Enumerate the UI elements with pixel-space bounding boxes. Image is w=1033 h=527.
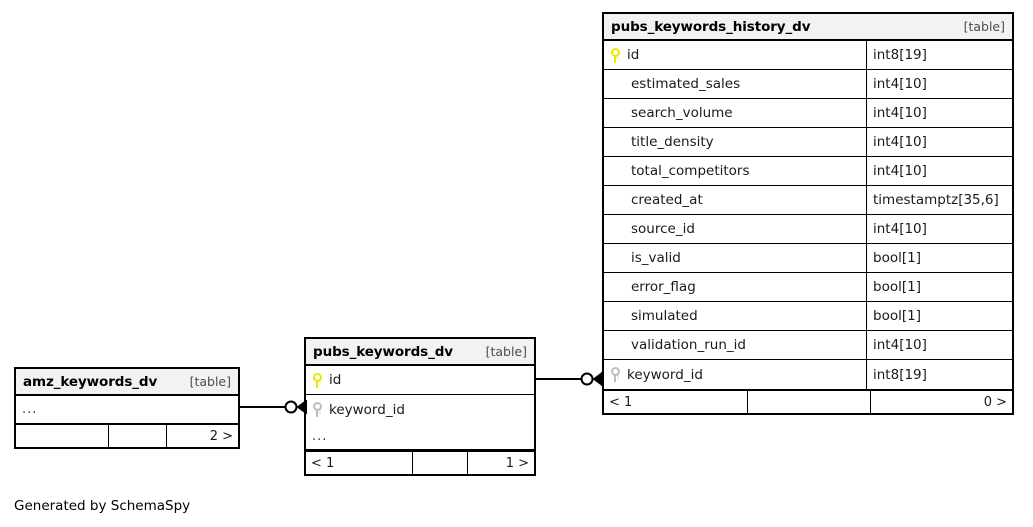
footer-child-count: 2 > (166, 425, 238, 447)
entity-title: pubs_keywords_history_dv (611, 18, 811, 35)
column-name-cell: estimated_sales (604, 70, 866, 98)
footer-parent-count: < 1 (311, 455, 335, 471)
column-name: estimated_sales (631, 76, 741, 92)
column-name: id (627, 47, 640, 63)
column-type-cell: bool[1] (866, 244, 1012, 272)
column-name: title_density (631, 134, 714, 150)
entity-column-row[interactable]: keyword_id int8[19] (604, 360, 1012, 389)
diagram-caption: Generated by SchemaSpy (14, 498, 191, 514)
column-type-cell: int8[19] (866, 41, 1012, 69)
column-name-cell: search_volume (604, 99, 866, 127)
entity-column-row[interactable]: id int8[19] (604, 41, 1012, 70)
column-name: keyword_id (329, 401, 405, 418)
relationship-pubs-keywords-to-history (534, 372, 603, 386)
column-name: created_at (631, 192, 703, 208)
entity-column-row[interactable]: error_flag bool[1] (604, 273, 1012, 302)
column-name: id (329, 372, 342, 388)
column-name-cell: error_flag (604, 273, 866, 301)
footer-middle-cell (412, 452, 467, 474)
column-name: search_volume (631, 105, 733, 121)
column-name-cell: total_competitors (604, 157, 866, 185)
primary-key-icon (312, 372, 323, 388)
entity-footer: < 1 0 > (604, 389, 1012, 413)
entity-column-row[interactable]: title_density int4[10] (604, 128, 1012, 157)
column-type-cell: int4[10] (866, 331, 1012, 359)
entity-table-amz-keywords-dv[interactable]: amz_keywords_dv [table] ... 2 > (14, 367, 240, 449)
foreign-key-icon (610, 367, 621, 382)
column-type-cell: int8[19] (866, 360, 1012, 389)
entity-title: pubs_keywords_dv (313, 343, 454, 360)
column-name-cell: keyword_id (604, 360, 866, 389)
entity-column-row[interactable]: source_id int4[10] (604, 215, 1012, 244)
column-name: simulated (631, 308, 698, 324)
entity-column-row[interactable]: validation_run_id int4[10] (604, 331, 1012, 360)
column-name-cell: validation_run_id (604, 331, 866, 359)
entity-type-tag: [table] (189, 374, 231, 389)
footer-middle-cell (747, 391, 870, 413)
entity-header: pubs_keywords_dv [table] (306, 339, 534, 366)
entity-column-list: id keyword_id (306, 366, 534, 424)
entity-title: amz_keywords_dv (23, 373, 158, 390)
entity-table-pubs-keywords-dv[interactable]: pubs_keywords_dv [table] id keyword_id ..… (304, 337, 536, 476)
entity-footer: < 1 1 > (306, 450, 534, 474)
column-name-cell: simulated (604, 302, 866, 330)
entity-column-row[interactable]: search_volume int4[10] (604, 99, 1012, 128)
footer-parent-count: < 1 (609, 394, 633, 410)
foreign-key-icon (312, 402, 323, 417)
column-name: keyword_id (627, 366, 703, 383)
entity-type-tag: [table] (485, 344, 527, 359)
column-name: validation_run_id (631, 337, 746, 353)
column-name-cell: id (604, 41, 866, 69)
footer-child-count: 0 > (870, 391, 1012, 413)
entity-header: pubs_keywords_history_dv [table] (604, 14, 1012, 41)
column-name-cell: keyword_id (306, 395, 534, 424)
column-type-cell: bool[1] (866, 302, 1012, 330)
footer-child-count: 1 > (467, 452, 534, 474)
entity-header: amz_keywords_dv [table] (16, 369, 238, 396)
entity-column-row[interactable]: is_valid bool[1] (604, 244, 1012, 273)
entity-column-row[interactable]: total_competitors int4[10] (604, 157, 1012, 186)
entity-column-row[interactable]: estimated_sales int4[10] (604, 70, 1012, 99)
column-name-cell: created_at (604, 186, 866, 214)
column-type-cell: int4[10] (866, 70, 1012, 98)
column-name: is_valid (631, 250, 681, 266)
entity-type-tag: [table] (963, 19, 1005, 34)
column-name: source_id (631, 221, 695, 237)
column-type-cell: int4[10] (866, 99, 1012, 127)
entity-column-row[interactable]: keyword_id (306, 395, 534, 424)
column-type-cell: int4[10] (866, 215, 1012, 243)
entity-column-row[interactable]: created_at timestamptz[35,6] (604, 186, 1012, 215)
footer-middle-cell (108, 425, 166, 447)
column-name: error_flag (631, 279, 696, 295)
footer-parent-count (16, 425, 108, 447)
entity-column-row[interactable]: simulated bool[1] (604, 302, 1012, 331)
column-type-cell: int4[10] (866, 157, 1012, 185)
entity-table-pubs-keywords-history-dv[interactable]: pubs_keywords_history_dv [table] id int8[… (602, 12, 1014, 415)
column-name-cell: source_id (604, 215, 866, 243)
column-name-cell: id (306, 366, 534, 394)
column-name-cell: title_density (604, 128, 866, 156)
column-name-cell: is_valid (604, 244, 866, 272)
column-type-cell: timestamptz[35,6] (866, 186, 1012, 214)
column-type-cell: int4[10] (866, 128, 1012, 156)
column-type-cell: bool[1] (866, 273, 1012, 301)
relationship-amz-to-pubs-keywords (238, 400, 307, 414)
column-name: total_competitors (631, 163, 750, 179)
entity-more-columns-indicator: ... (306, 424, 534, 450)
primary-key-icon (610, 47, 621, 63)
entity-more-columns-indicator: ... (22, 402, 38, 417)
entity-footer: 2 > (16, 423, 238, 447)
entity-column-row[interactable]: id (306, 366, 534, 395)
